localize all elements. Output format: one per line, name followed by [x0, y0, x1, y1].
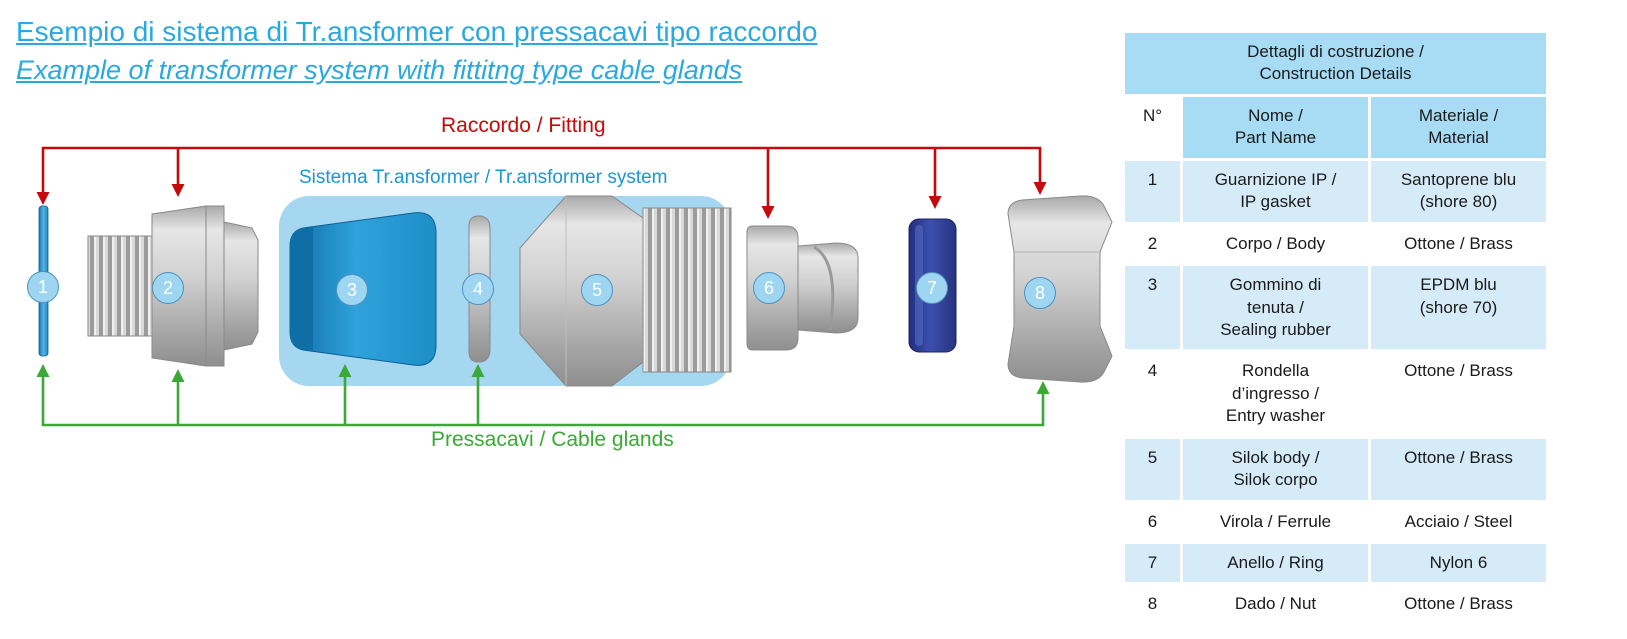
glands-arrowheads — [36, 364, 1050, 394]
fitting-label: Raccordo / Fitting — [441, 114, 606, 137]
table-row-2: 2 Corpo / Body Ottone / Brass — [1122, 221, 1549, 267]
cell-number: 1 — [1122, 157, 1183, 225]
cell-material: Ottone / Brass — [1368, 221, 1549, 267]
diagram-graphics — [36, 146, 1113, 427]
component-marker-3: 3 — [336, 274, 368, 306]
fitting-bracket — [41, 146, 1042, 206]
component-marker-7: 7 — [916, 272, 948, 304]
cell-material: EPDM blu (shore 70) — [1368, 263, 1549, 353]
cell-number: 7 — [1122, 540, 1183, 586]
page-subtitle: Example of transformer system with fitti… — [16, 55, 743, 85]
cell-number: 8 — [1122, 582, 1183, 627]
component-marker-6: 6 — [753, 272, 785, 304]
cell-material: Santoprene blu (shore 80) — [1368, 157, 1549, 225]
cell-number: 4 — [1122, 349, 1183, 439]
table-row-4: 4 Rondella d’ingresso / Entry washer Ott… — [1122, 349, 1549, 439]
component-marker-2: 2 — [152, 272, 184, 304]
component-marker-5: 5 — [581, 274, 613, 306]
col-header-name: Nome / Part Name — [1180, 93, 1371, 161]
exploded-view-diagram: Raccordo / Fitting Sistema Tr.ansformer … — [27, 114, 1113, 451]
cell-part-name: Dado / Nut — [1180, 582, 1371, 627]
component-marker-1: 1 — [27, 271, 59, 303]
component-marker-4: 4 — [462, 273, 494, 305]
construction-details-table: Dettagli di costruzione / Construction D… — [1122, 30, 1549, 627]
cell-material: Ottone / Brass — [1368, 582, 1549, 627]
cell-part-name: Gommino di tenuta / Sealing rubber — [1180, 263, 1371, 353]
component-nut — [1007, 195, 1113, 383]
component-body — [87, 205, 259, 367]
table-title-row: Dettagli di costruzione / Construction D… — [1122, 30, 1549, 97]
fitting-arrowheads — [36, 182, 1047, 219]
col-header-number: N° — [1122, 93, 1183, 161]
table-row-5: 5 Silok body / Silok corpo Ottone / Bras… — [1122, 435, 1549, 503]
table-header-row: N° Nome / Part Name Materiale / Material — [1122, 93, 1549, 161]
table-row-6: 6 Virola / Ferrule Acciaio / Steel — [1122, 499, 1549, 545]
cell-material: Nylon 6 — [1368, 540, 1549, 586]
cell-part-name: Silok body / Silok corpo — [1180, 435, 1371, 503]
title-block: Esempio di sistema di Tr.ansformer con p… — [16, 16, 817, 86]
cell-part-name: Corpo / Body — [1180, 221, 1371, 267]
glands-bracket — [41, 377, 1045, 427]
cell-material: Acciaio / Steel — [1368, 499, 1549, 545]
table-row-8: 8 Dado / Nut Ottone / Brass — [1122, 582, 1549, 627]
system-label: Sistema Tr.ansformer / Tr.ansformer syst… — [299, 167, 668, 188]
table-title: Dettagli di costruzione / Construction D… — [1122, 30, 1549, 97]
page-title: Esempio di sistema di Tr.ansformer con p… — [16, 16, 818, 47]
table-row-1: 1 Guarnizione IP / IP gasket Santoprene … — [1122, 157, 1549, 225]
cell-number: 5 — [1122, 435, 1183, 503]
cell-material: Ottone / Brass — [1368, 435, 1549, 503]
cell-part-name: Rondella d’ingresso / Entry washer — [1180, 349, 1371, 439]
cell-number: 3 — [1122, 263, 1183, 353]
glands-label: Pressacavi / Cable glands — [431, 428, 674, 451]
cell-part-name: Guarnizione IP / IP gasket — [1180, 157, 1371, 225]
component-silok-body — [519, 195, 732, 387]
table-row-3: 3 Gommino di tenuta / Sealing rubber EPD… — [1122, 263, 1549, 353]
cell-number: 6 — [1122, 499, 1183, 545]
cell-part-name: Virola / Ferrule — [1180, 499, 1371, 545]
cell-material: Ottone / Brass — [1368, 349, 1549, 439]
col-header-material: Materiale / Material — [1368, 93, 1549, 161]
cell-part-name: Anello / Ring — [1180, 540, 1371, 586]
component-marker-8: 8 — [1024, 277, 1056, 309]
cell-number: 2 — [1122, 221, 1183, 267]
table-row-7: 7 Anello / Ring Nylon 6 — [1122, 540, 1549, 586]
